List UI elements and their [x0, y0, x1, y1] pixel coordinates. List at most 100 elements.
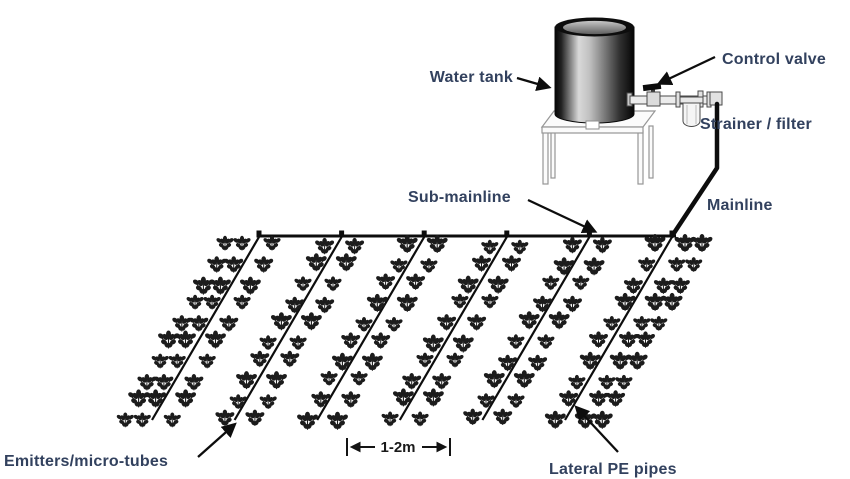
plant-icon [614, 374, 634, 391]
plant-icon [462, 408, 483, 426]
tank-opening [563, 20, 626, 35]
plant-icon [392, 388, 415, 407]
plant-icon [588, 331, 609, 349]
lateral-connector [504, 230, 510, 238]
plant-icon [536, 334, 556, 350]
plant-icon [253, 256, 274, 274]
plant-icon [541, 275, 561, 291]
plant-icon [361, 352, 384, 372]
control-valve-arrow [656, 55, 716, 85]
plant-icon [214, 409, 236, 427]
plant-icon [422, 388, 445, 407]
plant-icon [232, 235, 252, 252]
plant-icon [635, 331, 656, 349]
plant-icon [667, 257, 686, 273]
plant-icon [136, 373, 158, 391]
strainer-filter-label: Strainer / filter [700, 116, 812, 133]
lateral-pipe [151, 236, 260, 421]
plant-icon [319, 370, 339, 387]
plant-icon [171, 315, 193, 332]
plant-icon [335, 253, 358, 272]
plant-icon [232, 294, 252, 310]
plant-icon [419, 258, 439, 274]
tank-drain-stub [585, 120, 600, 130]
plant-icon [395, 234, 419, 254]
plant-icon [340, 332, 361, 350]
plant-icon [613, 292, 637, 312]
lateral-connector [421, 230, 427, 238]
strainer-filter [679, 96, 704, 127]
water-tank [554, 17, 635, 130]
lateral-pipe [233, 236, 343, 421]
stand-leg-back-right [648, 125, 654, 179]
plant-icon [244, 409, 266, 427]
plant-icon [410, 411, 430, 427]
plant-icon [480, 293, 500, 309]
plant-icon [174, 389, 197, 408]
outlet-assembly [626, 82, 723, 127]
plant-icon [588, 390, 609, 408]
plant-icon [185, 294, 205, 310]
plant-icon [562, 236, 583, 254]
stand-leg-front-left [542, 130, 549, 185]
water-tank-label: Water tank [430, 69, 513, 86]
plant-icon [384, 316, 404, 333]
mainline-pipe [669, 101, 720, 239]
plant-icon [380, 411, 400, 427]
spacing-label: 1-2m [380, 439, 415, 456]
plant-icon [323, 276, 343, 292]
plant-icon [326, 411, 349, 431]
plant-icon [431, 372, 452, 390]
plant-icon [605, 390, 626, 408]
plant-icon [206, 256, 227, 274]
plant-icon [314, 296, 335, 314]
plant-icon [670, 277, 691, 295]
plant-icon [425, 234, 449, 254]
plant-icon [582, 257, 606, 276]
plant-icon [405, 273, 426, 291]
plant-icon [547, 311, 571, 330]
plant-icon [506, 334, 526, 350]
plant-icon [452, 334, 475, 354]
plant-icon [510, 239, 530, 256]
plant-icon [204, 330, 227, 350]
plant-icon [197, 353, 217, 369]
plant-icon [571, 275, 591, 291]
emitters-label: Emitters/micro-tubes [4, 453, 168, 470]
plant-icon [618, 331, 639, 349]
plant-icon [578, 351, 602, 371]
emitters-arrow [197, 422, 237, 458]
plant-icon [288, 335, 308, 351]
lateral-pipes-label: Lateral PE pipes [549, 461, 677, 478]
plant-icon [265, 371, 288, 390]
plants-group [116, 233, 714, 431]
pipe-coupling [675, 91, 681, 108]
plant-icon [632, 315, 652, 332]
plant-icon [466, 314, 487, 331]
valve-body [646, 91, 661, 107]
strainer-shading [686, 105, 697, 124]
plant-icon [370, 332, 391, 350]
plant-icon [310, 391, 332, 409]
plant-icon [300, 312, 323, 331]
plant-icon [486, 275, 510, 295]
lateral-connector [256, 230, 262, 238]
plant-icon [653, 277, 674, 295]
strainer-body [682, 102, 701, 127]
control-valve-label: Control valve [722, 51, 826, 68]
lateral-pipe [316, 236, 426, 421]
plant-icon [527, 354, 548, 372]
mainline-label: Mainline [707, 197, 773, 214]
plant-icon [116, 412, 135, 428]
lateral-connector [339, 230, 345, 238]
tank-body [554, 26, 635, 124]
plant-icon [262, 235, 282, 252]
plant-icon [445, 352, 465, 368]
lateral-pipe [481, 236, 591, 421]
plant-icon [476, 393, 496, 409]
valve-handle [642, 82, 662, 92]
plant-icon [375, 273, 396, 291]
plant-icon [544, 410, 567, 430]
plant-icon [660, 292, 684, 312]
plant-icon [279, 350, 301, 368]
